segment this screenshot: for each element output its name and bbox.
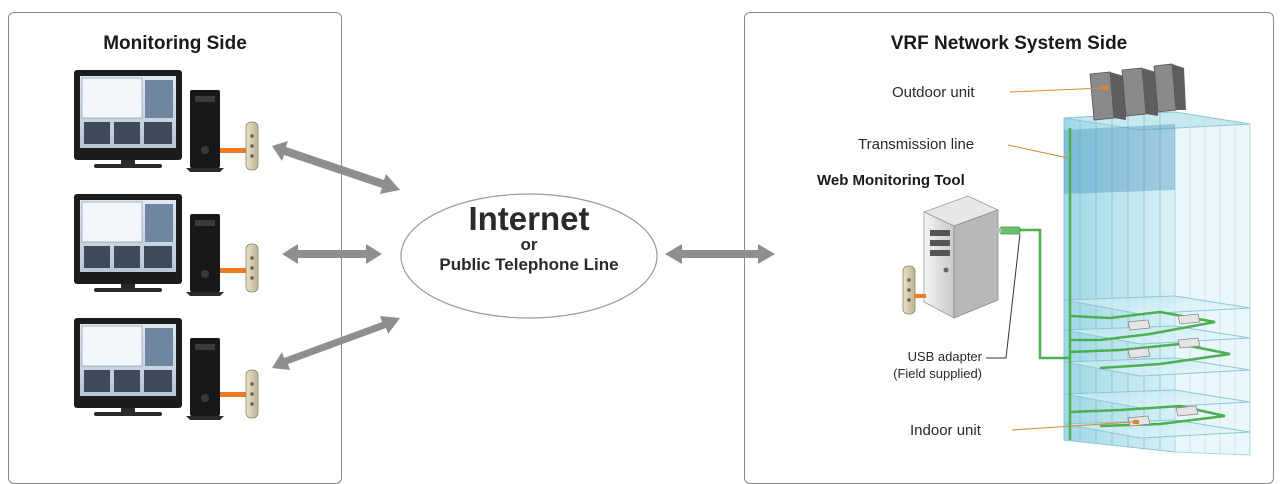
network-label: Internet or Public Telephone Line: [400, 202, 658, 276]
outdoor-unit-label: Outdoor unit: [892, 84, 975, 101]
computer-monitor-icon: [74, 70, 182, 168]
workstation-1: [74, 70, 259, 172]
vrf-side-title: VRF Network System Side: [890, 33, 1128, 54]
usb-adapter-icon: [996, 226, 1021, 235]
workstation-3: [74, 318, 259, 420]
indoor-unit-label: Indoor unit: [910, 422, 981, 439]
diagram-graphics: [74, 63, 1251, 456]
pc-tower-icon: [186, 90, 224, 172]
building-icon: [1063, 111, 1251, 456]
modem-icon: [902, 265, 916, 315]
modem-icon: [245, 243, 259, 293]
internet-label: Internet: [468, 200, 590, 237]
arrow-bottom: [272, 316, 400, 370]
indoor-unit-icon: [1127, 313, 1201, 427]
server-icon: [922, 195, 1000, 319]
arrow-right: [665, 244, 775, 264]
arrow-middle: [282, 244, 382, 264]
arrow-top: [272, 141, 400, 194]
monitoring-side-title: Monitoring Side: [103, 33, 247, 54]
workstation-2: [74, 194, 259, 296]
outdoor-unit-icon: [1089, 63, 1186, 121]
usb-adapter-note: (Field supplied): [893, 366, 982, 381]
network-cloud-icon: [400, 193, 658, 319]
modem-icon: [245, 121, 259, 171]
modem-icon: [245, 369, 259, 419]
label-leaders: [986, 87, 1134, 431]
computer-monitor-icon: [74, 194, 182, 292]
computer-monitor-icon: [74, 318, 182, 416]
telephone-line-label: Public Telephone Line: [439, 255, 619, 274]
web-monitoring-tool-label: Web Monitoring Tool: [817, 172, 965, 189]
usb-adapter-label: USB adapter (Field supplied): [840, 348, 982, 382]
transmission-line-label: Transmission line: [858, 136, 975, 153]
pc-tower-icon: [186, 214, 224, 296]
or-label: or: [520, 235, 538, 254]
pc-tower-icon: [186, 338, 224, 420]
usb-adapter-title: USB adapter: [907, 349, 982, 364]
